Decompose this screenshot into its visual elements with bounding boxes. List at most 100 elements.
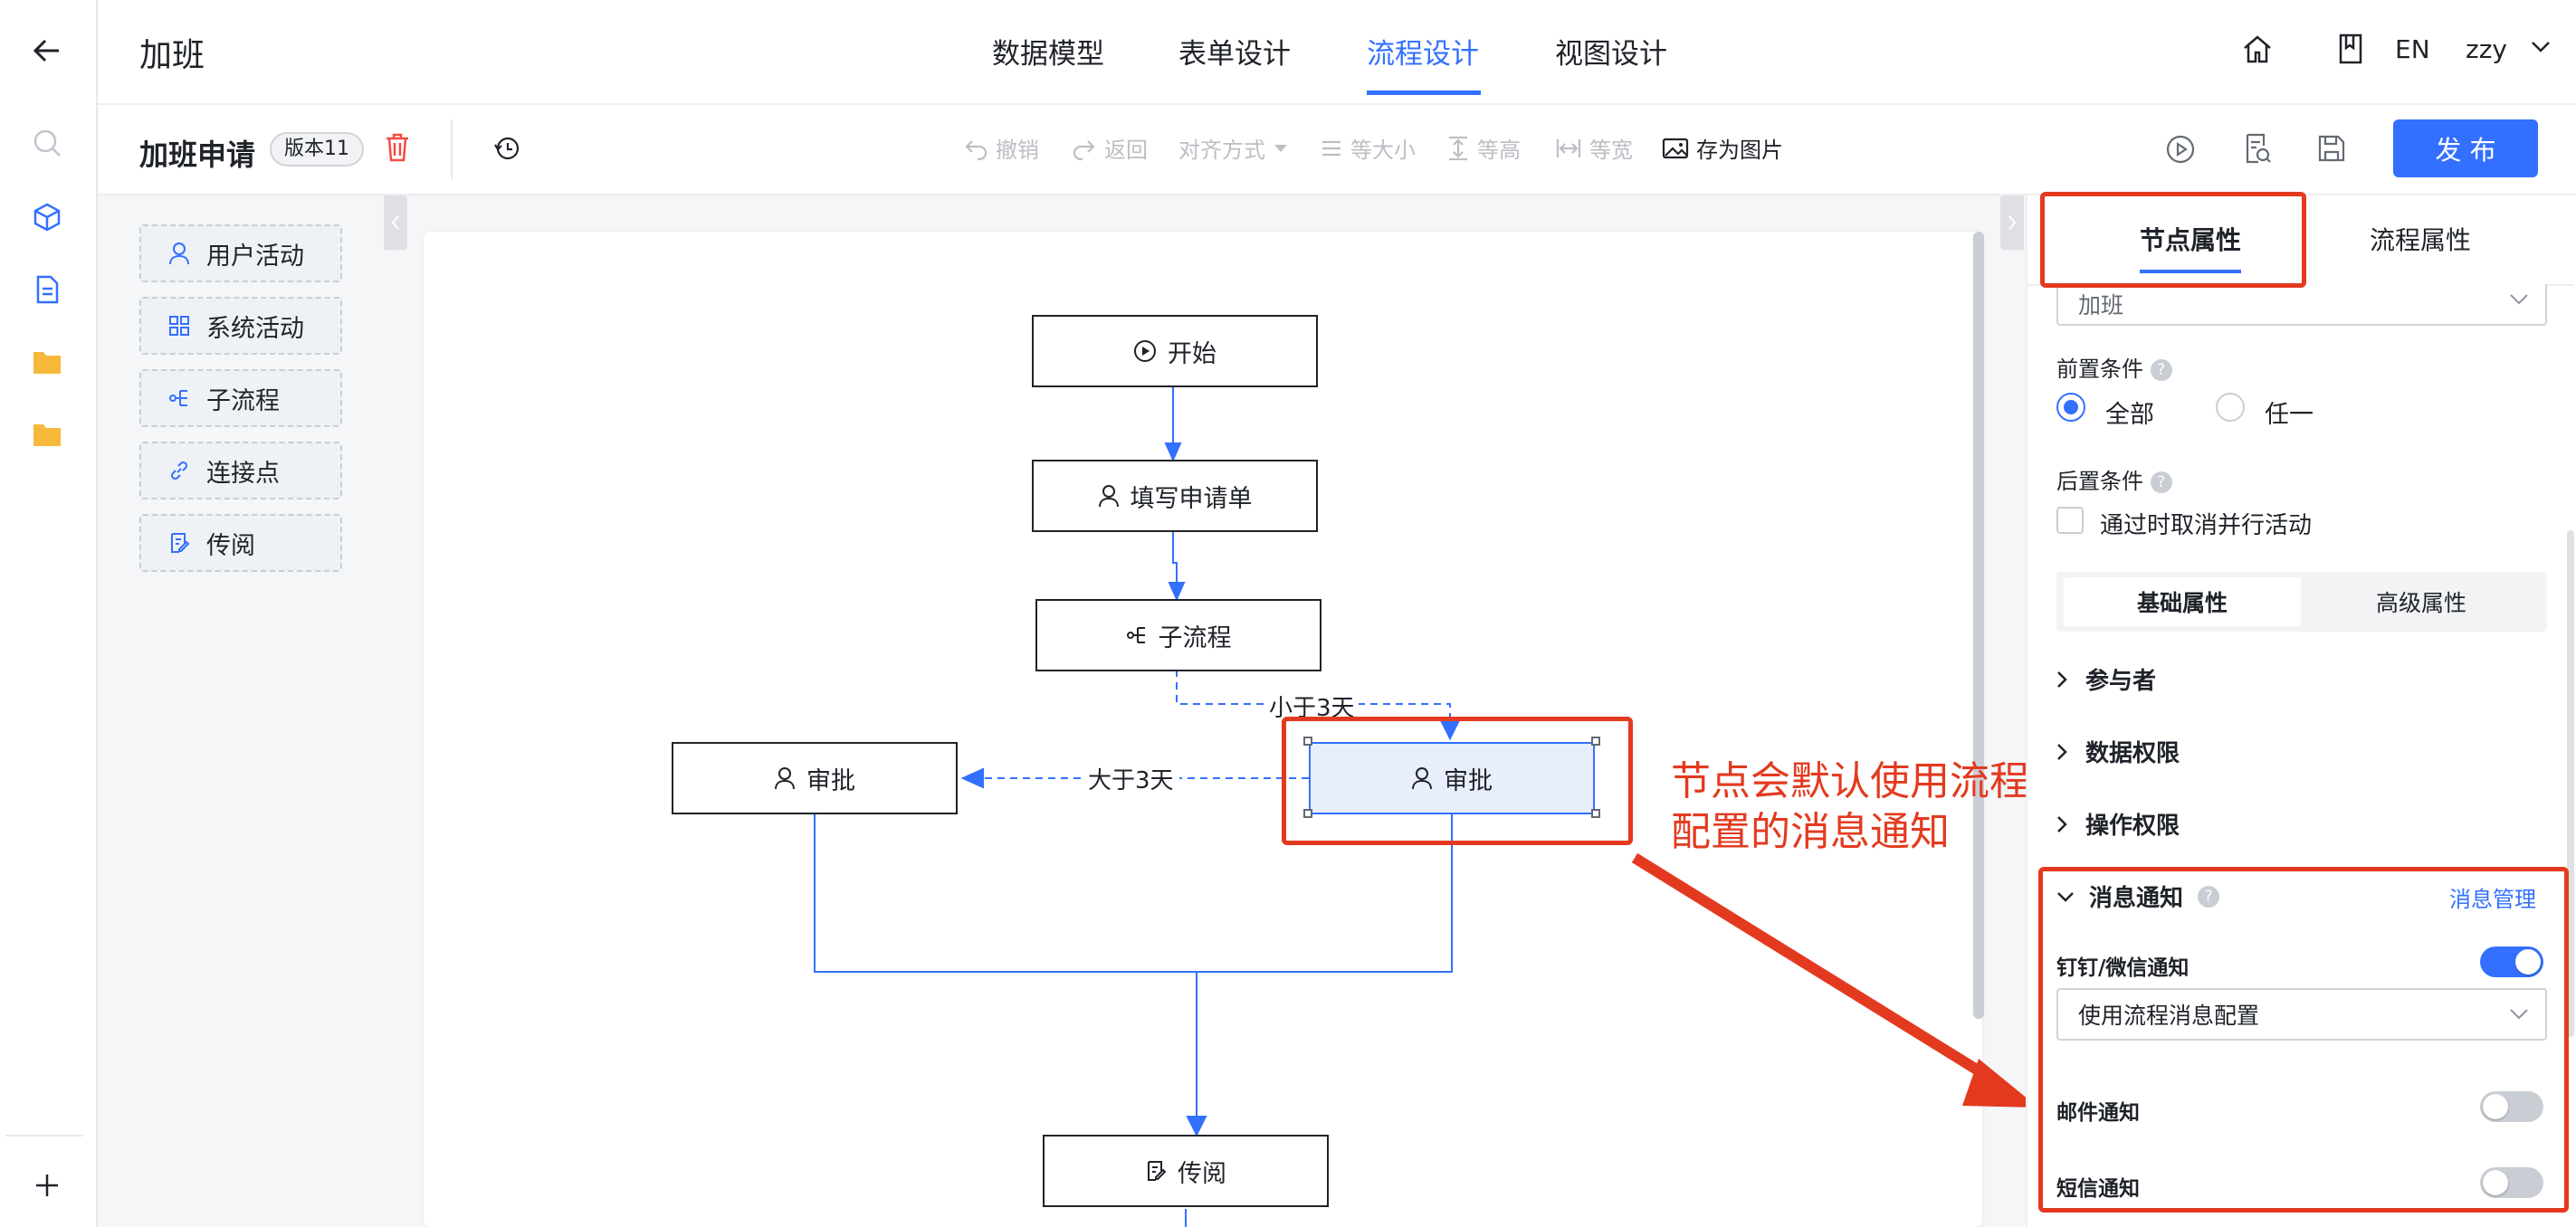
search-icon[interactable]	[27, 123, 67, 163]
section-data-permissions[interactable]: 数据权限	[2056, 735, 2180, 768]
same-height-button[interactable]: 等高	[1446, 132, 1521, 164]
annotation-box-node-tab	[2040, 192, 2306, 288]
help-icon[interactable]: ?	[2150, 359, 2172, 381]
play-icon[interactable]	[2165, 134, 2196, 168]
save-image-button[interactable]: 存为图片	[1662, 132, 1783, 164]
message-manage-link[interactable]: 消息管理	[2449, 887, 2536, 912]
book-icon[interactable]	[2337, 33, 2364, 69]
undo-button[interactable]: 撤销	[963, 132, 1039, 164]
history-icon[interactable]	[492, 134, 521, 166]
node-start[interactable]: 开始	[1032, 315, 1318, 387]
node-circulate[interactable]: 传阅	[1043, 1135, 1329, 1207]
back-arrow-icon[interactable]	[27, 31, 67, 71]
node-fill-form[interactable]: 填写申请单	[1032, 460, 1318, 532]
subtab-basic[interactable]: 基础属性	[2064, 577, 2301, 626]
resize-handle[interactable]	[1303, 809, 1312, 818]
chevron-down-icon	[2510, 294, 2528, 305]
save-icon[interactable]	[2317, 134, 2346, 166]
redo-button[interactable]: 返回	[1072, 132, 1148, 164]
canvas-scrollbar[interactable]	[1973, 232, 1984, 1019]
same-width-button[interactable]: 等宽	[1555, 132, 1633, 164]
language-switch[interactable]: EN	[2395, 34, 2430, 64]
document-icon[interactable]	[27, 270, 67, 309]
tab-flow-properties[interactable]: 流程属性	[2370, 225, 2472, 255]
image-icon	[1662, 138, 1689, 158]
palette-item-subflow[interactable]: 子流程	[139, 369, 342, 427]
align-dropdown[interactable]: 对齐方式	[1178, 132, 1289, 164]
node-label: 审批	[1444, 766, 1493, 795]
tab-node-properties[interactable]: 节点属性	[2140, 225, 2242, 255]
tab-data-model[interactable]: 数据模型	[992, 38, 1104, 71]
collapse-right-button[interactable]	[2000, 195, 2024, 250]
tab-form-design[interactable]: 表单设计	[1178, 38, 1291, 71]
resize-handle[interactable]	[1591, 809, 1600, 818]
annotation-box-message	[2038, 867, 2569, 1213]
top-bar: 加班 数据模型 表单设计 流程设计 视图设计 EN zzy	[98, 0, 2576, 105]
add-icon[interactable]	[27, 1165, 67, 1205]
palette-item-user-activity[interactable]: 用户活动	[139, 224, 342, 282]
cube-icon[interactable]	[27, 197, 67, 237]
active-tab-indicator	[1367, 90, 1481, 95]
folder-icon[interactable]	[27, 342, 67, 382]
same-size-icon	[1322, 140, 1340, 156]
node-approve-right-selected[interactable]: 审批	[1309, 742, 1595, 814]
tab-flow-design[interactable]: 流程设计	[1367, 38, 1479, 71]
radio-any[interactable]	[2216, 393, 2245, 422]
resize-handle[interactable]	[1591, 737, 1600, 746]
subtab-advanced[interactable]: 高级属性	[2375, 590, 2466, 616]
resize-handle[interactable]	[1303, 737, 1312, 746]
subflow-icon	[1126, 627, 1145, 643]
section-operation-permissions[interactable]: 操作权限	[2056, 807, 2180, 841]
chevron-down-icon[interactable]	[2531, 40, 2551, 58]
node-label: 开始	[1168, 339, 1216, 368]
edge-fill-subflow[interactable]	[1172, 530, 1178, 594]
palette-item-circulate[interactable]: 传阅	[139, 514, 342, 572]
arrow-head	[1164, 442, 1182, 462]
align-label: 对齐方式	[1178, 138, 1265, 163]
node-subflow[interactable]: 子流程	[1035, 599, 1321, 671]
user-icon	[169, 243, 189, 265]
panel-scrollbar[interactable]	[2567, 530, 2574, 1037]
dingtalk-toggle[interactable]	[2480, 946, 2543, 977]
edge-merge[interactable]	[814, 813, 1453, 973]
dingtalk-config-select[interactable]: 使用流程消息配置	[2056, 988, 2547, 1041]
same-size-button[interactable]: 等大小	[1320, 132, 1416, 164]
palette-item-label: 传阅	[206, 531, 255, 560]
sms-toggle[interactable]	[2480, 1167, 2543, 1198]
section-participants[interactable]: 参与者	[2056, 662, 2156, 696]
help-icon[interactable]: ?	[2198, 885, 2220, 908]
palette-item-connector[interactable]: 连接点	[139, 442, 342, 499]
delete-icon[interactable]	[384, 132, 411, 166]
help-icon[interactable]: ?	[2150, 471, 2172, 493]
same-size-label: 等大小	[1350, 138, 1416, 163]
pre-condition-label: 前置条件 ?	[2056, 351, 2172, 383]
version-badge[interactable]: 版本11	[270, 132, 364, 166]
collapse-left-button[interactable]	[384, 195, 407, 250]
email-toggle[interactable]	[2480, 1091, 2543, 1122]
home-icon[interactable]	[2241, 33, 2274, 69]
circulate-icon	[171, 533, 190, 553]
folder-icon[interactable]	[27, 414, 67, 454]
radio-all[interactable]	[2056, 393, 2085, 422]
user-name[interactable]: zzy	[2466, 34, 2507, 64]
flow-canvas[interactable]	[424, 232, 1982, 1227]
palette-item-system-activity[interactable]: 系统活动	[139, 297, 342, 355]
save-image-label: 存为图片	[1696, 138, 1783, 163]
palette-item-label: 用户活动	[206, 242, 304, 271]
section-title: 参与者	[2085, 668, 2157, 695]
annotation-line-2: 配置的消息通知	[1671, 809, 1950, 855]
node-label: 填写申请单	[1130, 484, 1253, 513]
app-title: 加班	[139, 37, 205, 74]
section-message-notification[interactable]: 消息通知 ?	[2056, 880, 2220, 913]
subflow-icon	[169, 390, 187, 406]
cancel-parallel-checkbox[interactable]	[2056, 507, 2084, 534]
publish-button[interactable]: 发 布	[2393, 119, 2538, 177]
sms-label: 短信通知	[2056, 1177, 2140, 1201]
node-name-select[interactable]: 加班	[2056, 284, 2547, 326]
tab-view-design[interactable]: 视图设计	[1555, 38, 1667, 71]
check-doc-icon[interactable]	[2243, 132, 2272, 168]
arrow-head	[960, 767, 984, 789]
palette-item-label: 子流程	[206, 386, 280, 415]
node-approve-left[interactable]: 审批	[672, 742, 958, 814]
properties-panel: 节点属性 流程属性 加班 前置条件 ? 全部 任一 后置条件 ? 通过时取消并行…	[2026, 195, 2576, 1227]
